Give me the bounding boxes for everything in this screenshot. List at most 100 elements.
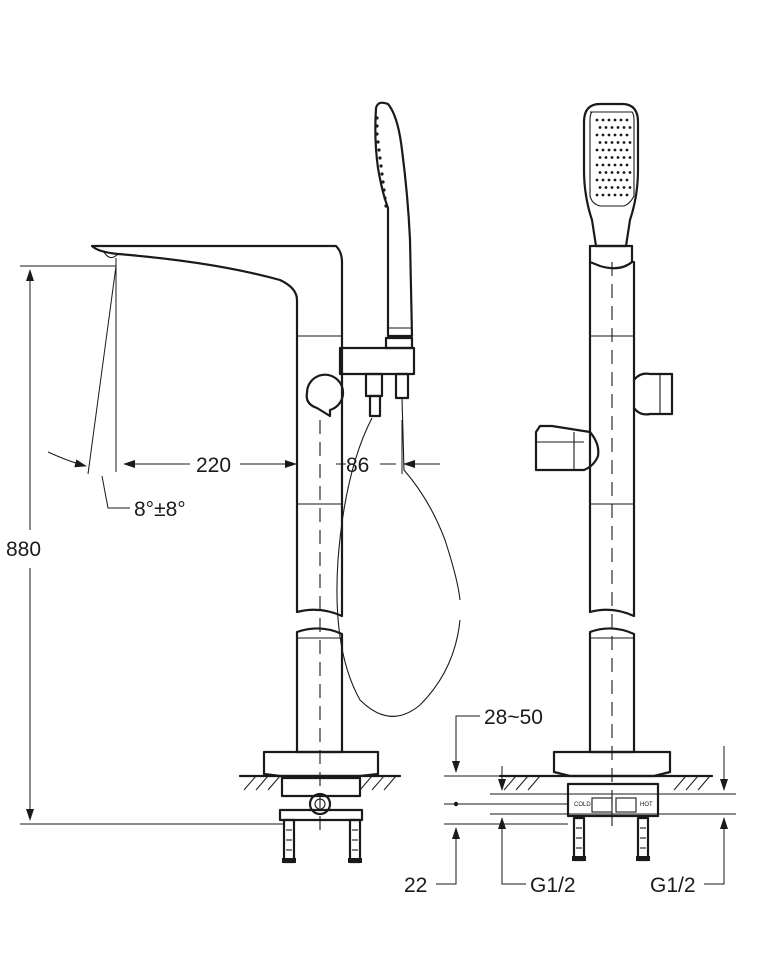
- front-mounting-legs: [572, 816, 650, 862]
- nozzle-dot: [598, 141, 602, 144]
- dim-angle-label: 8°±8°: [134, 498, 186, 521]
- nozzle-dot: [595, 163, 599, 167]
- nozzle-dot: [625, 178, 629, 182]
- dim-floor-thickness-label: 28~50: [484, 706, 543, 729]
- nozzle-dot: [625, 133, 629, 137]
- spray-nozzles: [375, 116, 388, 208]
- nozzle-dot: [625, 193, 629, 197]
- nozzle-dot: [610, 141, 614, 144]
- hand-shower: [374, 101, 414, 338]
- base-flange: [262, 750, 380, 778]
- dim-height-label: 880: [6, 538, 41, 561]
- nozzle-dot: [604, 156, 608, 159]
- nozzle-dot: [616, 171, 620, 174]
- nozzle-dot: [613, 163, 617, 167]
- nozzle-dot: [604, 141, 608, 144]
- dimension-inlets: [490, 746, 736, 885]
- dimension-height: [20, 265, 284, 825]
- nozzle-dot: [595, 193, 599, 197]
- nozzle-dot: [613, 148, 617, 152]
- dim-inlet-left-label: G1/2: [530, 874, 576, 897]
- front-spray-nozzles: [595, 118, 632, 197]
- nozzle-dot: [628, 126, 632, 129]
- nozzle-dot: [595, 118, 599, 122]
- nozzle-dot: [601, 133, 605, 137]
- nozzle-dot: [622, 126, 626, 129]
- nozzle-dot: [598, 126, 602, 129]
- nozzle-dot: [595, 178, 599, 182]
- nozzle-dot: [601, 163, 605, 167]
- nozzle-dot: [619, 133, 623, 137]
- nozzle-dot: [610, 126, 614, 129]
- nozzle-dot: [598, 186, 602, 189]
- label-cold: COLD: [574, 802, 591, 808]
- nozzle-dot: [610, 186, 614, 189]
- nozzle-dot: [616, 156, 620, 159]
- nozzle-dot: [601, 118, 605, 122]
- nozzle-dot: [610, 156, 614, 159]
- nozzle-dot: [601, 148, 605, 152]
- front-hand-shower: [582, 102, 640, 248]
- nozzle-dot: [598, 156, 602, 159]
- nozzle-dot: [604, 171, 608, 174]
- nozzle-dot: [619, 193, 623, 197]
- nozzle-dot: [607, 163, 611, 167]
- front-knob-right: [632, 372, 674, 416]
- nozzle-dot: [625, 163, 629, 167]
- nozzle-dot: [616, 141, 620, 144]
- nozzle-dot: [607, 118, 611, 122]
- inlet-fitting: [308, 792, 332, 816]
- nozzle-dot: [598, 171, 602, 174]
- nozzle-dot: [625, 148, 629, 152]
- nozzle-dot: [619, 163, 623, 167]
- nozzle-dot: [607, 193, 611, 197]
- nozzle-dot: [619, 178, 623, 182]
- label-hot: HOT: [640, 802, 653, 808]
- nozzle-dot: [607, 148, 611, 152]
- nozzle-dot: [628, 171, 632, 174]
- nozzle-dot: [625, 118, 629, 122]
- nozzle-dot: [628, 186, 632, 189]
- nozzle-dot: [601, 178, 605, 182]
- nozzle-dot: [628, 141, 632, 144]
- nozzle-dot: [604, 126, 608, 129]
- dim-reach-label: 220: [196, 454, 231, 477]
- nozzle-dot: [607, 133, 611, 137]
- nozzle-dot: [622, 141, 626, 144]
- front-view: COLD HOT: [498, 102, 714, 862]
- nozzle-dot: [607, 178, 611, 182]
- nozzle-dot: [604, 186, 608, 189]
- shower-hose: [336, 417, 461, 717]
- nozzle-dot: [595, 133, 599, 137]
- nozzle-dot: [613, 118, 617, 122]
- spout: [90, 244, 344, 342]
- dim-inlet-right-label: G1/2: [650, 874, 696, 897]
- dim-spout-offset-label: 86: [346, 454, 369, 477]
- nozzle-dot: [619, 118, 623, 122]
- side-handle: [305, 373, 345, 418]
- nozzle-dot: [610, 171, 614, 174]
- nozzle-dot: [616, 126, 620, 129]
- nozzle-dot: [619, 148, 623, 152]
- nozzle-dot: [613, 193, 617, 197]
- nozzle-dot: [613, 178, 617, 182]
- nozzle-dot: [628, 156, 632, 159]
- dimension-floor-thickness: [436, 715, 568, 885]
- front-column: [588, 260, 636, 618]
- nozzle-dot: [601, 193, 605, 197]
- nozzle-dot: [613, 133, 617, 137]
- mounting-legs: [282, 818, 362, 864]
- nozzle-dot: [595, 148, 599, 152]
- nozzle-dot: [622, 171, 626, 174]
- dimension-angle: [47, 265, 130, 509]
- nozzle-dot: [622, 186, 626, 189]
- dim-pipe-offset-label: 22: [404, 874, 427, 897]
- faucet-body-upper: [295, 298, 344, 618]
- nozzle-dot: [622, 156, 626, 159]
- front-lever-left: [534, 424, 600, 472]
- dimension-reach: [115, 258, 440, 474]
- nozzle-dot: [616, 186, 620, 189]
- side-view: [90, 101, 461, 864]
- shower-holder: [338, 346, 416, 376]
